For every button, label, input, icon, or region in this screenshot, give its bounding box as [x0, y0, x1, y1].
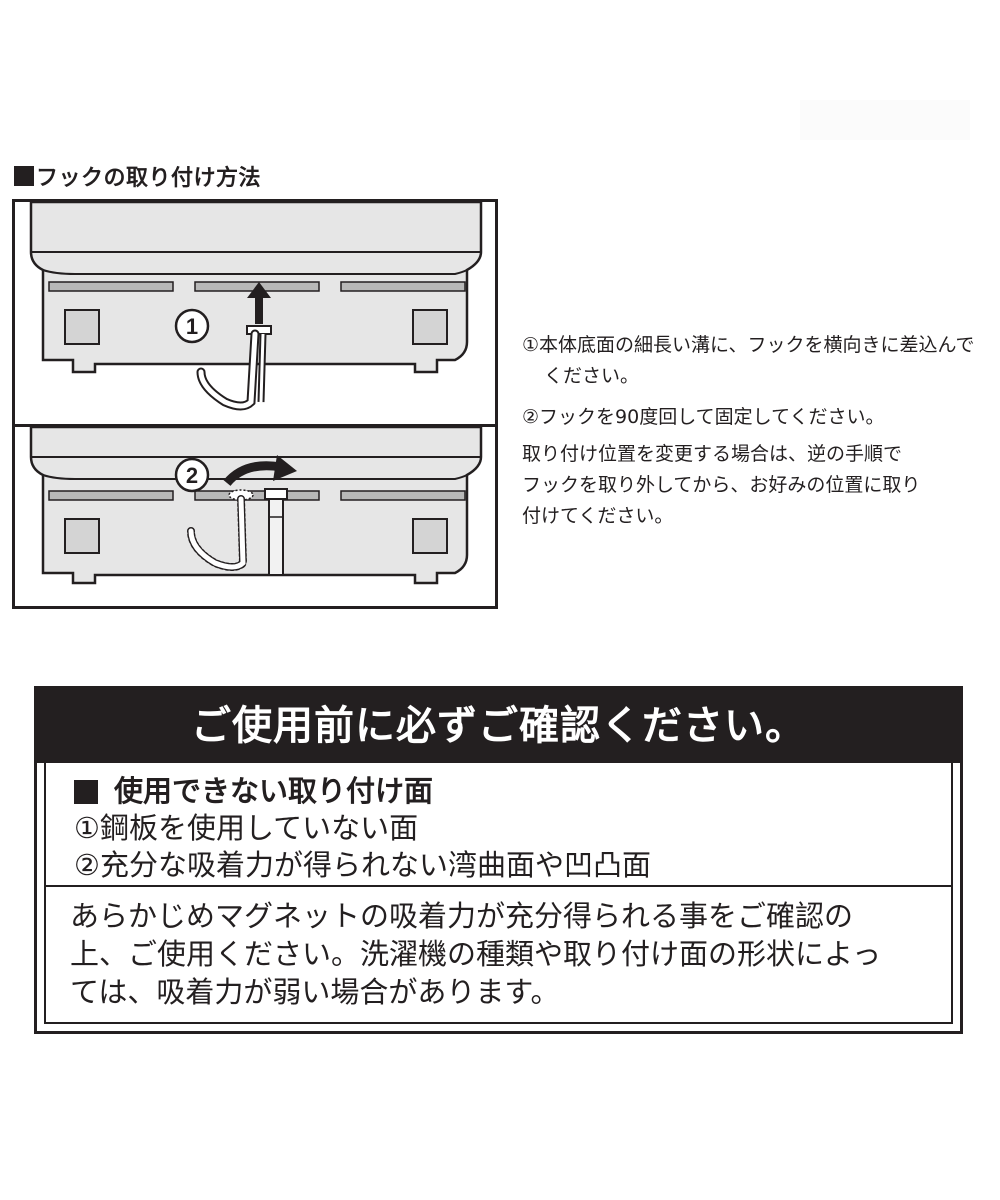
hook-diagram: 1 2	[12, 199, 498, 609]
background-mark	[800, 100, 970, 140]
arrow-up-icon	[247, 282, 271, 324]
hook-section-title: フックの取り付け方法	[14, 160, 261, 192]
slot-center-2	[194, 490, 320, 501]
unusable-surfaces: 使用できない取り付け面 ①鋼板を使用していない面 ②充分な吸着力が得られない湾曲…	[46, 763, 951, 887]
notice-inner: 使用できない取り付け面 ①鋼板を使用していない面 ②充分な吸着力が得られない湾曲…	[44, 763, 953, 1024]
foot-right	[412, 309, 448, 345]
diagram-step-2-illustration: 2	[29, 427, 483, 585]
slot-right	[340, 281, 466, 292]
hook-icon	[196, 325, 272, 411]
unusable-item-1: ①鋼板を使用していない面	[74, 811, 419, 845]
foot-left-2	[64, 518, 100, 554]
slot-left-2	[48, 490, 174, 501]
slot-right-2	[340, 490, 466, 501]
unusable-heading-text: 使用できない取り付け面	[114, 774, 434, 808]
instruction-step-2: ②フックを90度回して固定してください。	[522, 406, 885, 428]
step-1-marker-circle	[174, 308, 210, 344]
hook-instructions: ①本体底面の細長い溝に、フックを横向きに差込んでください。 ②フックを90度回し…	[522, 330, 982, 532]
instruction-step-1: ①本体底面の細長い溝に、フックを横向きに差込んでください。	[522, 334, 975, 387]
notice-header: ご使用前に必ずご確認ください。	[37, 689, 960, 763]
washer-base-2	[29, 427, 483, 585]
notice-box: ご使用前に必ずご確認ください。 使用できない取り付け面 ①鋼板を使用していない面…	[34, 686, 963, 1034]
caution-text: あらかじめマグネットの吸着力が充分得られる事をご確認の 上、ご使用ください。洗濯…	[70, 899, 882, 1009]
step-1-marker-label: 1	[186, 314, 198, 339]
unusable-heading: 使用できない取り付け面	[74, 773, 951, 810]
diagram-step-1: 1	[15, 202, 495, 427]
foot-left	[64, 309, 100, 345]
curved-arrow-icon	[223, 455, 297, 487]
diagram-step-1-illustration: 1	[29, 202, 483, 411]
hook-ghost-icon	[187, 489, 254, 571]
step-2-marker-label: 2	[186, 463, 198, 488]
base-lip	[42, 269, 468, 275]
diagram-step-2: 2	[15, 427, 495, 606]
instruction-note: 取り付け位置を変更する場合は、逆の手順で フックを取り外してから、お好みの位置に…	[522, 443, 921, 527]
hook-icon	[264, 488, 288, 576]
step-2-marker-circle	[174, 457, 210, 493]
unusable-item-2: ②充分な吸着力が得られない湾曲面や凹凸面	[74, 848, 651, 882]
square-bullet-icon	[14, 166, 34, 186]
foot-right-2	[412, 518, 448, 554]
base-lip-2	[42, 474, 468, 480]
slot-left	[48, 281, 174, 292]
hook-section-title-text: フックの取り付け方法	[36, 166, 262, 191]
square-bullet-icon	[74, 779, 98, 804]
